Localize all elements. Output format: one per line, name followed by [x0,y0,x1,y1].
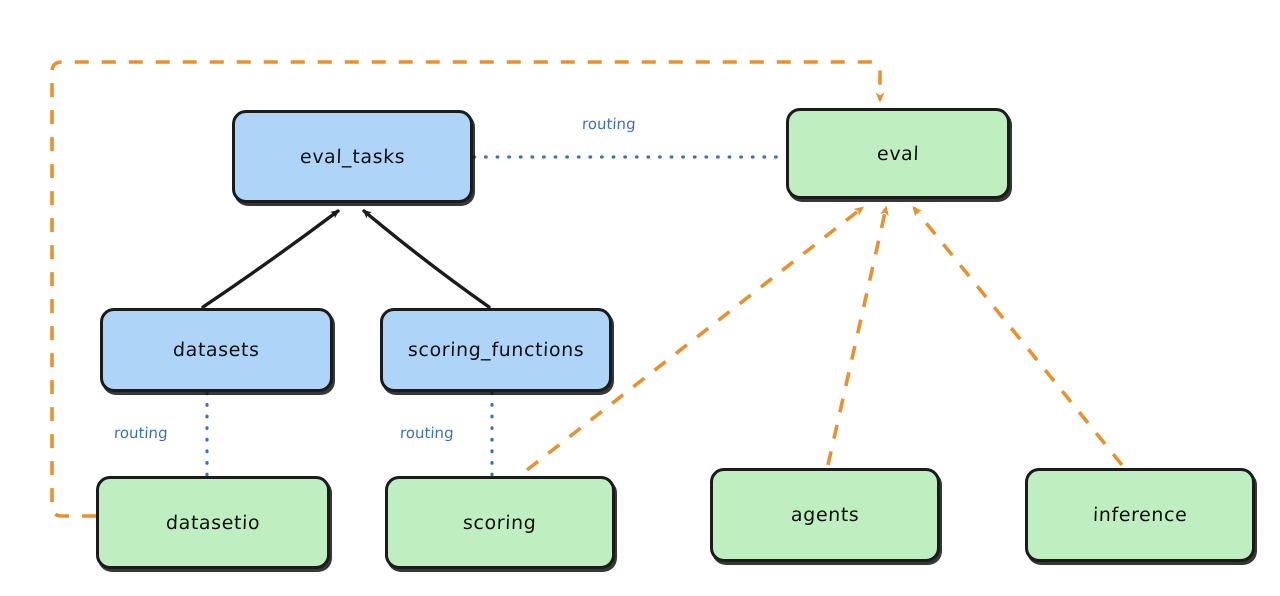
edge-label-datasets-to-datasetio: routing [111,424,171,442]
node-inference[interactable]: inference [1025,468,1255,562]
edge-agents-to-eval [826,205,889,466]
node-datasetio-label: datasetio [165,511,261,534]
node-scoring-label: scoring [462,511,538,534]
edge-scoring-functions-to-eval-tasks [362,209,491,309]
node-agents[interactable]: agents [710,468,940,562]
edge-label-scoring-functions-to-scoring: routing [397,424,457,442]
edge-label-eval-tasks-to-eval: routing [579,115,639,133]
node-datasetio[interactable]: datasetio [96,476,330,569]
edge-datasetio-to-eval [50,60,885,518]
edge-datasets-to-eval-tasks [201,209,340,309]
node-eval-tasks-label: eval_tasks [299,145,406,168]
node-datasets[interactable]: datasets [100,308,333,392]
edge-inference-to-eval [912,206,1124,467]
node-scoring-functions-label: scoring_functions [407,339,585,361]
node-agents-label: agents [790,504,860,526]
node-inference-label: inference [1092,504,1188,526]
edge-scoring-to-eval [525,206,864,472]
node-scoring[interactable]: scoring [385,476,615,569]
node-eval[interactable]: eval [786,108,1010,199]
node-eval-tasks[interactable]: eval_tasks [232,110,473,203]
node-datasets-label: datasets [172,339,261,361]
node-eval-label: eval [876,142,920,165]
node-scoring-functions[interactable]: scoring_functions [380,308,612,392]
